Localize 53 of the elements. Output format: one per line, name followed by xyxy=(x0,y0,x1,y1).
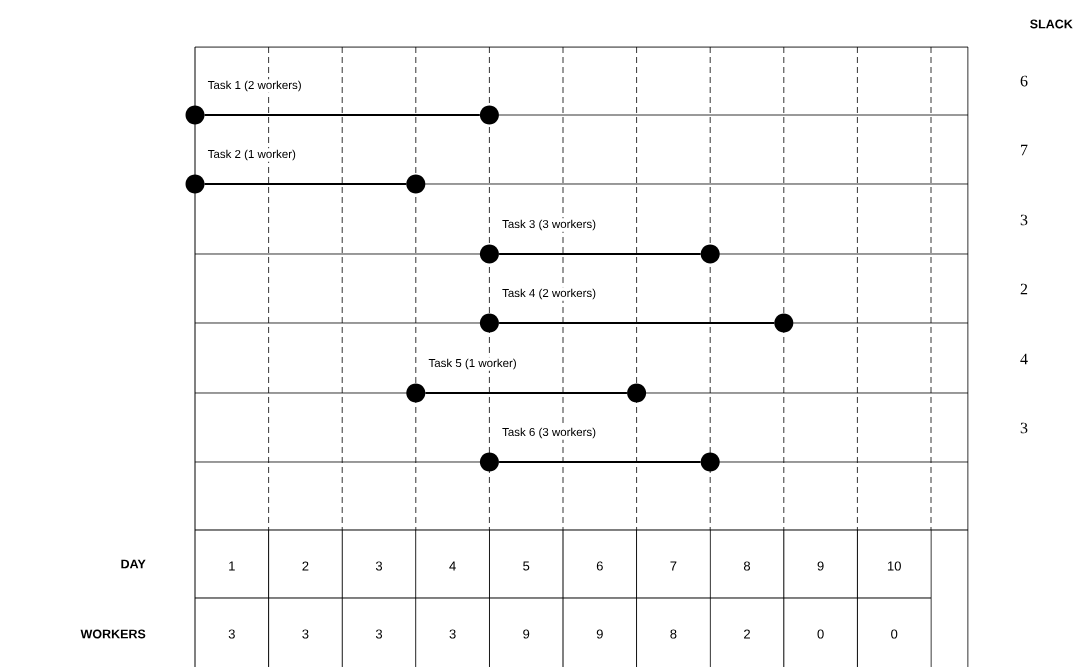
task-bar xyxy=(499,321,775,325)
day-number: 4 xyxy=(449,561,456,571)
milestone-dot xyxy=(774,313,794,333)
milestone-dot xyxy=(406,383,426,403)
slack-value: 4 xyxy=(1020,353,1028,365)
milestone-dot xyxy=(627,383,647,403)
worker-count: 3 xyxy=(228,629,235,639)
task-bar xyxy=(499,460,701,464)
milestone-dot xyxy=(406,174,426,194)
day-number: 10 xyxy=(887,561,901,571)
task-label: Task 1 (2 workers) xyxy=(206,79,304,93)
worker-count: 9 xyxy=(596,629,603,639)
milestone-dot xyxy=(185,174,205,194)
worker-count: 3 xyxy=(449,629,456,639)
worker-count: 0 xyxy=(891,629,898,639)
task-bar xyxy=(204,113,480,117)
worker-count: 9 xyxy=(523,629,530,639)
slack-value: 6 xyxy=(1020,75,1028,87)
worker-count: 0 xyxy=(817,629,824,639)
row-heading: DAY xyxy=(121,559,146,569)
day-number: 8 xyxy=(743,561,751,571)
day-number: 6 xyxy=(596,561,603,571)
worker-count: 3 xyxy=(375,629,383,639)
task-label: Task 6 (3 workers) xyxy=(500,426,598,440)
task-label: Task 4 (2 workers) xyxy=(500,287,598,301)
column-heading: SLACK xyxy=(1030,19,1073,29)
day-number: 9 xyxy=(817,561,824,571)
day-number: 1 xyxy=(229,561,235,571)
day-number: 7 xyxy=(670,561,677,571)
task-label: Task 5 (1 worker) xyxy=(427,357,519,371)
slack-value: 3 xyxy=(1020,422,1028,434)
milestone-dot xyxy=(479,313,499,333)
milestone-dot xyxy=(185,105,205,125)
milestone-dot xyxy=(700,244,720,264)
task-label: Task 3 (3 workers) xyxy=(500,218,598,232)
task-bar xyxy=(204,182,407,186)
milestone-dot xyxy=(479,244,499,264)
day-number: 2 xyxy=(302,561,309,571)
slack-value: 2 xyxy=(1020,283,1028,295)
slack-value: 3 xyxy=(1020,214,1028,226)
worker-count: 3 xyxy=(302,629,309,639)
milestone-dot xyxy=(700,452,720,472)
task-bar xyxy=(499,252,701,256)
row-heading: WORKERS xyxy=(80,629,146,639)
worker-count: 2 xyxy=(744,629,750,639)
task-bar xyxy=(425,391,627,395)
task-label: Task 2 (1 worker) xyxy=(206,148,298,162)
milestone-dot xyxy=(479,105,499,125)
day-number: 3 xyxy=(375,561,383,571)
slack-value: 7 xyxy=(1021,144,1028,156)
day-number: 5 xyxy=(523,561,530,571)
worker-count: 8 xyxy=(670,629,677,639)
milestone-dot xyxy=(479,452,499,472)
